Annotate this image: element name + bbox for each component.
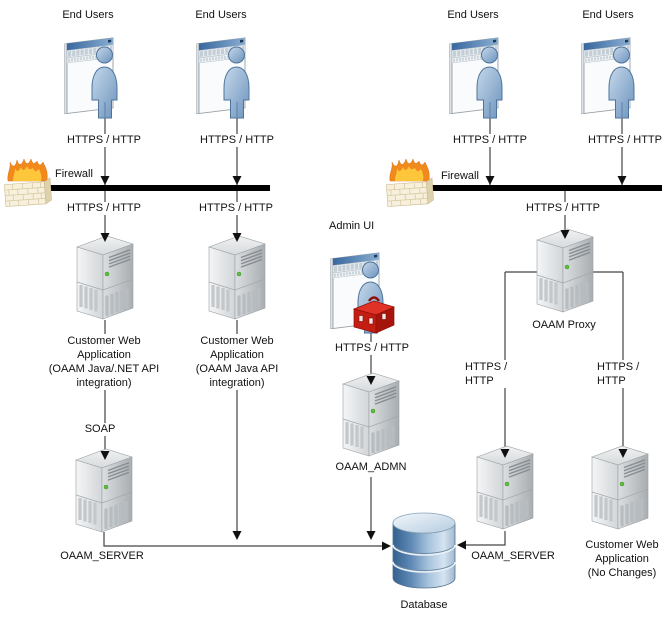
oaam-admn-server-icon	[341, 371, 401, 458]
label-line: Customer Web	[200, 335, 274, 347]
oaam-admn-label: OAAM_ADMN	[334, 461, 408, 474]
end-user-icon	[197, 38, 250, 118]
database-label: Database	[400, 599, 448, 611]
label-line: HTTPS /	[597, 361, 640, 373]
label-line: Application	[210, 349, 264, 361]
connector-lines	[103, 118, 624, 547]
https-http-label: HTTPS / HTTP	[334, 342, 410, 355]
end-users-label: End Users	[447, 9, 499, 21]
firewall-icon	[385, 158, 435, 208]
customer-web-app-nochanges-label: Customer Web Application (No Changes)	[585, 538, 658, 580]
firewall-bar-right	[430, 185, 662, 191]
end-users-label: End Users	[195, 9, 247, 21]
label-line: (OAAM Java API	[195, 363, 279, 375]
firewall-label: Firewall	[441, 170, 479, 182]
oaam-server-label: OAAM_SERVER	[59, 550, 145, 563]
https-http-label: HTTPS / HTTP	[198, 202, 274, 215]
end-user-icon	[450, 38, 503, 118]
soap-label: SOAP	[83, 423, 117, 436]
label-line: Application	[595, 553, 649, 565]
label-line: Application	[77, 349, 131, 361]
oaam-proxy-server-icon	[535, 227, 595, 314]
https-http-twoline-label: HTTPS / HTTP	[596, 360, 641, 388]
customer-web-app-server-icon	[75, 234, 135, 321]
customer-web-app-nochange-server-icon	[590, 444, 650, 531]
label-line: HTTP	[465, 375, 494, 387]
label-line: (OAAM Java/.NET API	[48, 363, 160, 375]
https-http-label: HTTPS / HTTP	[452, 134, 528, 147]
oaam-server-label: OAAM_SERVER	[470, 550, 556, 563]
end-user-icon	[582, 38, 635, 118]
firewall-icon	[3, 158, 53, 208]
https-http-label: HTTPS / HTTP	[199, 134, 275, 147]
https-http-label: HTTPS / HTTP	[587, 134, 663, 147]
oaam-proxy-label: OAAM Proxy	[531, 319, 597, 332]
customer-web-app-dotnet-label: Customer Web Application (OAAM Java/.NET…	[47, 334, 161, 390]
label-line: HTTP	[597, 375, 626, 387]
label-line: integration)	[209, 377, 265, 389]
label-line: Customer Web	[67, 335, 141, 347]
https-http-twoline-label: HTTPS / HTTP	[464, 360, 509, 388]
arrowheads	[100, 176, 628, 551]
https-http-label: HTTPS / HTTP	[66, 134, 142, 147]
admin-ui-label: Admin UI	[329, 220, 375, 232]
end-users-label: End Users	[582, 9, 634, 21]
https-http-label: HTTPS / HTTP	[66, 202, 142, 215]
label-line: Customer Web	[585, 539, 659, 551]
firewall-bar-left	[48, 185, 270, 191]
label-line: integration)	[76, 377, 132, 389]
database-icon	[392, 512, 456, 589]
end-user-icon	[65, 38, 118, 118]
label-line: (No Changes)	[587, 567, 657, 579]
label-line: HTTPS /	[465, 361, 508, 373]
customer-web-app-server-icon	[207, 234, 267, 321]
oaam-server-icon	[74, 447, 134, 534]
https-http-label: HTTPS / HTTP	[525, 202, 601, 215]
firewall-label: Firewall	[55, 168, 93, 180]
customer-web-app-java-label: Customer Web Application (OAAM Java API …	[194, 334, 280, 390]
oaam-server-icon	[475, 444, 535, 531]
end-users-label: End Users	[62, 9, 114, 21]
